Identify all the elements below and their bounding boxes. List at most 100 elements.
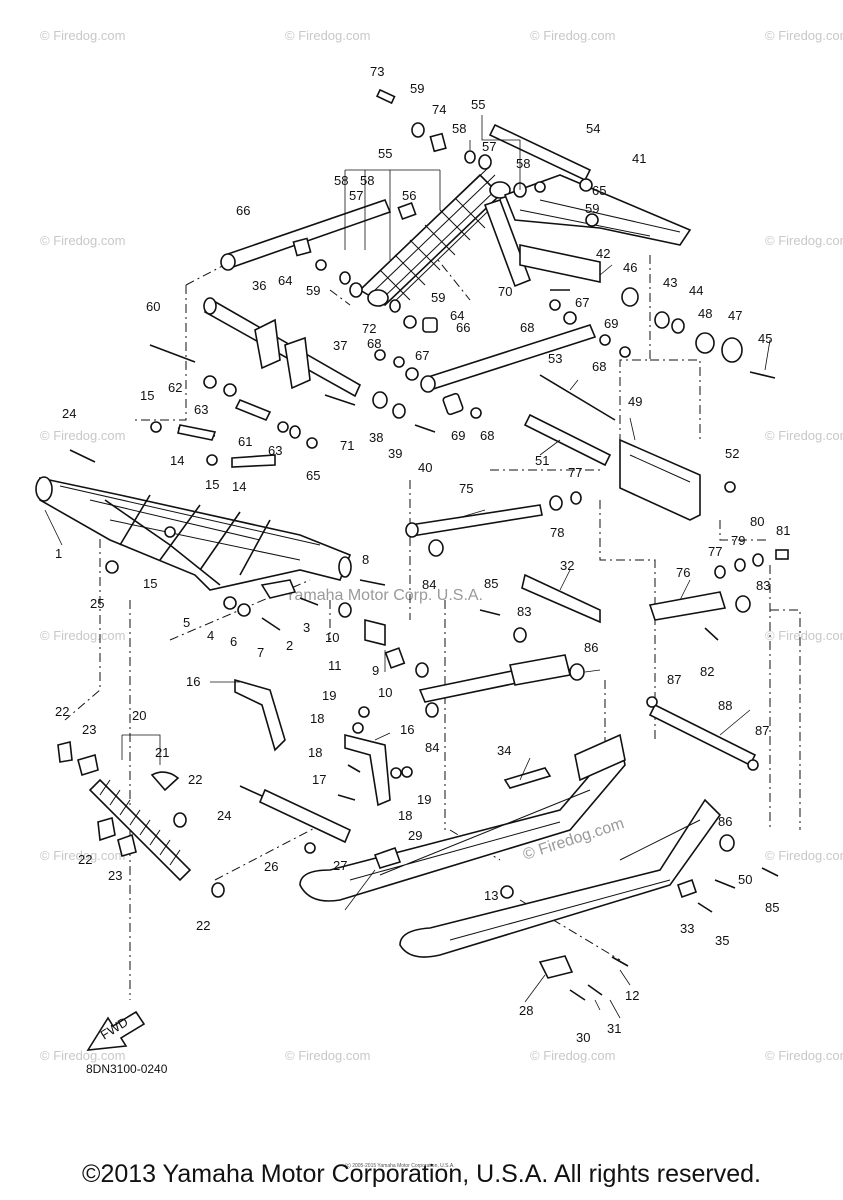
callout-label: 63 — [268, 443, 282, 458]
callout-label: 12 — [625, 988, 639, 1003]
callout-label: 84 — [422, 577, 436, 592]
callout-label: 51 — [535, 453, 549, 468]
callout-label: 29 — [408, 828, 422, 843]
callout-label: 22 — [55, 704, 69, 719]
callout-label: 21 — [155, 745, 169, 760]
callout-label: 1 — [55, 546, 62, 561]
callout-label: 60 — [146, 299, 160, 314]
callout-label: 25 — [90, 596, 104, 611]
callout-label: 10 — [378, 685, 392, 700]
watermark: © Firedog.com — [765, 628, 843, 643]
callout-label: 72 — [362, 321, 376, 336]
watermark: © Firedog.com — [765, 1048, 843, 1063]
callout-label: 45 — [758, 331, 772, 346]
callout-label: 79 — [731, 533, 745, 548]
callout-label: 62 — [168, 380, 182, 395]
watermark: © Firedog.com — [40, 1048, 125, 1063]
callout-label: 87 — [755, 723, 769, 738]
watermark: © Firedog.com — [285, 1048, 370, 1063]
callout-label: 53 — [548, 351, 562, 366]
callout-label: 83 — [517, 604, 531, 619]
watermark: © Firedog.com — [40, 628, 125, 643]
callout-label: 43 — [663, 275, 677, 290]
callout-label: 22 — [188, 772, 202, 787]
callout-label: 80 — [750, 514, 764, 529]
callout-label: 69 — [604, 316, 618, 331]
callout-label: 33 — [680, 921, 694, 936]
callout-label: 6 — [230, 634, 237, 649]
callout-label: 42 — [596, 246, 610, 261]
callout-label: 75 — [459, 481, 473, 496]
watermark: © Firedog.com — [765, 28, 843, 43]
fwd-arrow: FWD — [86, 1010, 146, 1051]
callout-label: 57 — [482, 139, 496, 154]
callout-label: 23 — [108, 868, 122, 883]
callout-label: 30 — [576, 1030, 590, 1045]
callout-label: 73 — [370, 64, 384, 79]
callout-label: 18 — [308, 745, 322, 760]
callout-label: 17 — [312, 772, 326, 787]
callout-label: 78 — [550, 525, 564, 540]
callout-label: 13 — [484, 888, 498, 903]
callout-label: 59 — [306, 283, 320, 298]
callout-label: 16 — [186, 674, 200, 689]
callout-label: 9 — [372, 663, 379, 678]
callout-label: 37 — [333, 338, 347, 353]
callout-label: 11 — [328, 658, 342, 673]
callout-label: 15 — [205, 477, 219, 492]
callout-label: 68 — [480, 428, 494, 443]
callout-label: 59 — [431, 290, 445, 305]
callout-label: 65 — [592, 183, 606, 198]
center-watermark: Yamaha Motor Corp. U.S.A. — [285, 587, 483, 604]
callout-label: 66 — [456, 320, 470, 335]
callout-label: 38 — [369, 430, 383, 445]
callout-label: 14 — [232, 479, 246, 494]
watermark: © Firedog.com — [765, 233, 843, 248]
callout-label: 7 — [257, 645, 264, 660]
leader-lines — [44, 115, 771, 1019]
callout-label: 77 — [708, 544, 722, 559]
callout-label: 15 — [140, 388, 154, 403]
callout-label: 5 — [183, 615, 190, 630]
callout-label: 68 — [592, 359, 606, 374]
callout-label: 74 — [432, 102, 446, 117]
callout-label: 58 — [360, 173, 374, 188]
watermark: © Firedog.com — [40, 428, 125, 443]
callout-label: 2 — [286, 638, 293, 653]
callout-label: 19 — [417, 792, 431, 807]
callout-label: 61 — [238, 434, 252, 449]
watermark: © Firedog.com — [285, 28, 370, 43]
callout-label: 65 — [306, 468, 320, 483]
copyright-notice: ©2013 Yamaha Motor Corporation, U.S.A. A… — [82, 1160, 761, 1188]
callout-label: 59 — [585, 201, 599, 216]
callout-label: 48 — [698, 306, 712, 321]
watermark: © Firedog.com — [40, 28, 125, 43]
callout-label: 47 — [728, 308, 742, 323]
callout-label: 44 — [689, 283, 703, 298]
callout-label: 19 — [322, 688, 336, 703]
callout-label: 24 — [217, 808, 231, 823]
callout-label: 50 — [738, 872, 752, 887]
callout-label: 18 — [398, 808, 412, 823]
callout-label: 16 — [400, 722, 414, 737]
callout-label: 41 — [632, 151, 646, 166]
callout-label: 67 — [415, 348, 429, 363]
callout-label: 64 — [278, 273, 292, 288]
watermark: © Firedog.com — [530, 28, 615, 43]
callout-label: 54 — [586, 121, 600, 136]
callout-label: 23 — [82, 722, 96, 737]
callout-label: 14 — [170, 453, 184, 468]
callout-label: 55 — [471, 97, 485, 112]
watermark: © Firedog.com — [765, 848, 843, 863]
callout-label: 18 — [310, 711, 324, 726]
callout-label: 55 — [378, 146, 392, 161]
callout-label: 85 — [484, 576, 498, 591]
callout-label: 70 — [498, 284, 512, 299]
callout-label: 40 — [418, 460, 432, 475]
callout-label: 86 — [584, 640, 598, 655]
callout-label: 56 — [402, 188, 416, 203]
callout-label: 88 — [718, 698, 732, 713]
callout-label: 64 — [450, 308, 464, 323]
hardware — [57, 88, 789, 1001]
